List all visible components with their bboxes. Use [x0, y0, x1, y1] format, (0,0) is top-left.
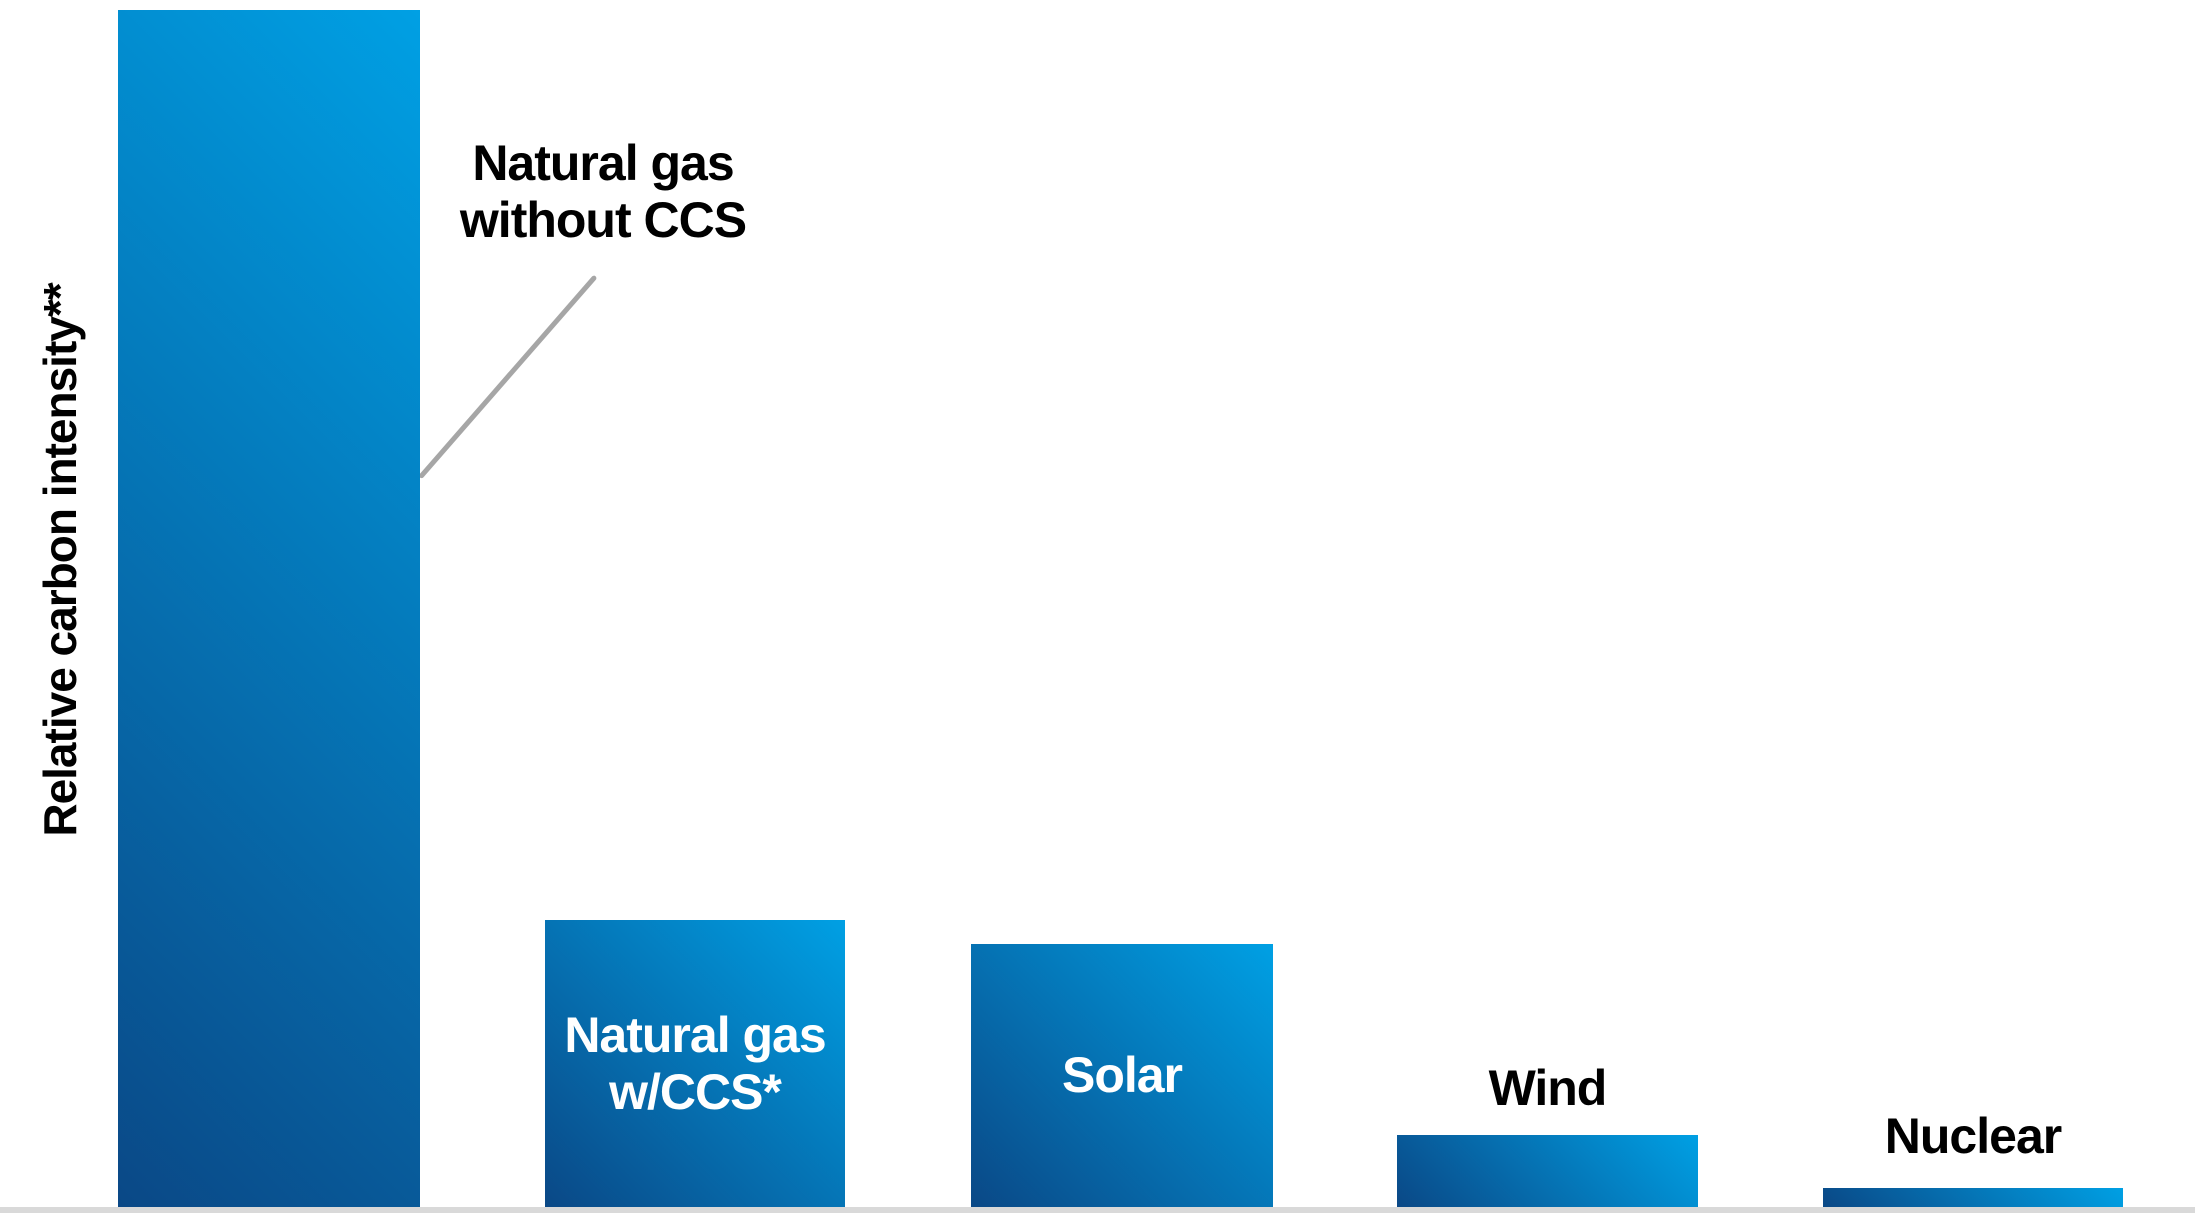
x-axis-baseline	[0, 1207, 2195, 1213]
bar-solar: Solar	[971, 944, 1273, 1207]
bar-label-line-1: Natural gas	[564, 1006, 826, 1063]
bar-label-natural-gas-with-ccs: Natural gas w/CCS*	[564, 1006, 826, 1121]
bar-natural-gas-without-ccs	[118, 10, 420, 1207]
bar-label-line-2: w/CCS*	[609, 1063, 782, 1120]
bar-label-solar: Solar	[1061, 1047, 1183, 1103]
bar-label-wind: Wind	[1488, 1060, 1608, 1116]
bar-label-nuclear: Nuclear	[1884, 1108, 2062, 1164]
annotation-natural-gas-without-ccs: Natural gas without CCS	[403, 135, 803, 249]
bar-natural-gas-with-ccs: Natural gas w/CCS*	[545, 920, 845, 1207]
y-axis-label: Relative carbon intensity**	[34, 283, 86, 837]
bar-nuclear	[1823, 1188, 2123, 1207]
annotation-leader-line	[418, 274, 598, 480]
bar-wind	[1397, 1135, 1698, 1207]
annotation-line-1: Natural gas	[472, 135, 734, 191]
annotation-line-2: without CCS	[459, 192, 747, 248]
